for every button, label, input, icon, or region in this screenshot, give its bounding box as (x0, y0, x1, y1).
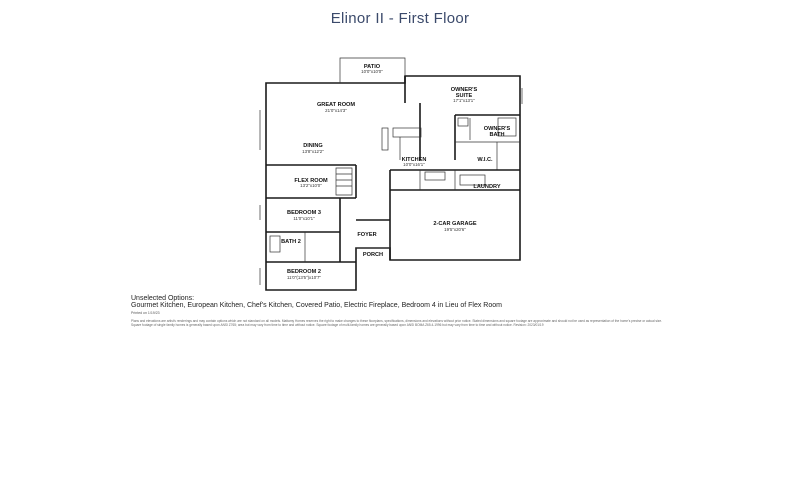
room-label-bedroom3: BEDROOM 3 (287, 210, 321, 216)
fixture (457, 117, 469, 127)
disclaimer-text: Plans and elevations are artist's render… (131, 319, 662, 328)
room-dim-kitchen: 10'0"x16'1" (403, 162, 425, 167)
room-dim-bedroom3: 11'0"x10'1" (293, 216, 315, 221)
options-text: Gourmet Kitchen, European Kitchen, Chef'… (131, 302, 502, 309)
fixture (424, 171, 446, 181)
room-label-patio: PATIO (364, 64, 381, 70)
room-label-great-room: GREAT ROOM (317, 102, 355, 108)
printed-date: Printed on 1/19/23 (131, 311, 160, 315)
room-label-bath2: BATH 2 (281, 239, 301, 245)
room-dim-bedroom2: 11'0"(13'5")x10'7" (287, 275, 321, 280)
page-title: Elinor II - First Floor (330, 10, 470, 27)
room-dim-flex-room: 13'2"x10'0" (300, 183, 322, 188)
room-dim-great-room: 21'0"x14'3" (325, 108, 347, 113)
room-label-owners-bath: OWNER'S (484, 126, 511, 132)
room-dim-garage: 19'5"x20'6" (444, 227, 466, 232)
kitchen-island (381, 127, 389, 151)
fixture (459, 174, 486, 186)
room-label-porch: PORCH (363, 252, 383, 258)
room-label-kitchen: KITCHEN (402, 157, 427, 163)
patio-outline (339, 57, 406, 83)
room-label-foyer: FOYER (357, 232, 376, 238)
room-label-wic: W.I.C. (477, 157, 493, 163)
room-label-owners-suite-2: SUITE (456, 93, 473, 99)
room-dim-owners-suite: 17'1"x13'1" (453, 98, 475, 103)
stairs (335, 167, 353, 196)
room-label-bedroom2: BEDROOM 2 (287, 269, 321, 275)
fixture (497, 117, 517, 137)
room-dim-dining: 13'8"x12'2" (302, 149, 324, 154)
floor-plan: PATIO 10'0"x10'0" OWNER'S SUITE 17'1"x13… (259, 57, 523, 291)
room-label-owners-suite: OWNER'S (451, 87, 478, 93)
bath-tub (269, 235, 281, 253)
room-label-garage: 2-CAR GARAGE (433, 221, 476, 227)
kitchen-counter (392, 127, 422, 138)
room-label-dining: DINING (303, 143, 323, 149)
room-label-owners-bath-2: BATH (489, 132, 504, 138)
room-dim-patio: 10'0"x10'0" (361, 69, 383, 74)
room-label-laundry: LAUNDRY (473, 184, 500, 190)
options-label: Unselected Options: (131, 295, 195, 302)
room-label-flex-room: FLEX ROOM (294, 178, 328, 184)
